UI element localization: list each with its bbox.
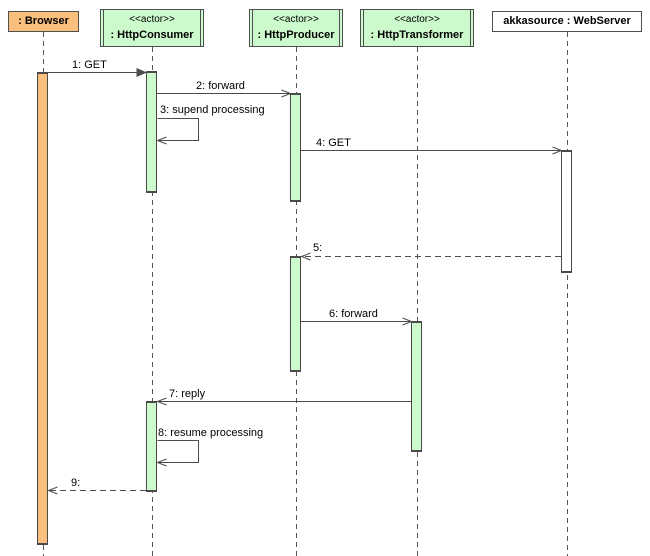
participant-stereotype: <<actor>>	[394, 14, 440, 25]
message-9-open-arrowhead-icon	[47, 486, 58, 495]
message-9-label: 9:	[71, 477, 81, 489]
activation-bar-consumer-2	[146, 401, 157, 492]
message-8-label: 8: resume processing	[158, 427, 264, 439]
participant-name: : HttpConsumer	[110, 29, 194, 41]
activation-bar-browser	[37, 72, 48, 545]
participant-httpconsumer: <<actor>> : HttpConsumer	[100, 9, 204, 47]
message-1-label: 1: GET	[72, 59, 107, 71]
message-1-filled-arrowhead-icon	[136, 68, 147, 77]
participant-browser: : Browser	[8, 11, 79, 32]
message-8-self-loop	[157, 440, 199, 463]
message-7-label: 7: reply	[169, 388, 206, 400]
participant-stereotype: <<actor>>	[129, 14, 175, 25]
participant-httptransformer: <<actor>> : HttpTransformer	[360, 9, 474, 47]
participant-name: : HttpProducer	[257, 29, 335, 41]
participant-name: : Browser	[18, 15, 69, 27]
lifelines	[43, 32, 568, 556]
participant-name: : HttpTransformer	[370, 29, 464, 41]
participant-name: akkasource : WebServer	[503, 15, 631, 27]
message-8-open-arrowhead-icon	[156, 458, 167, 467]
message-3-self-loop	[157, 118, 199, 141]
message-5-label: 5:	[313, 242, 323, 254]
message-2-label: 2: forward	[196, 80, 245, 92]
activation-bar-producer-2	[290, 256, 301, 372]
activation-bar-webserver	[561, 150, 572, 273]
message-3-label: 3: supend processing	[160, 104, 265, 116]
activation-bar-producer-1	[290, 93, 301, 202]
message-3-open-arrowhead-icon	[156, 136, 167, 145]
message-lines	[47, 68, 563, 495]
message-5-open-arrowhead-icon	[300, 252, 311, 261]
participant-httpproducer: <<actor>> : HttpProducer	[249, 9, 343, 47]
message-6-label: 6: forward	[329, 308, 378, 320]
message-7-open-arrowhead-icon	[156, 397, 167, 406]
message-4-label: 4: GET	[316, 137, 351, 149]
participant-stereotype: <<actor>>	[273, 14, 319, 25]
activation-bar-consumer-1	[146, 71, 157, 193]
participant-webserver: akkasource : WebServer	[492, 11, 642, 32]
activation-bar-transformer	[411, 321, 422, 452]
